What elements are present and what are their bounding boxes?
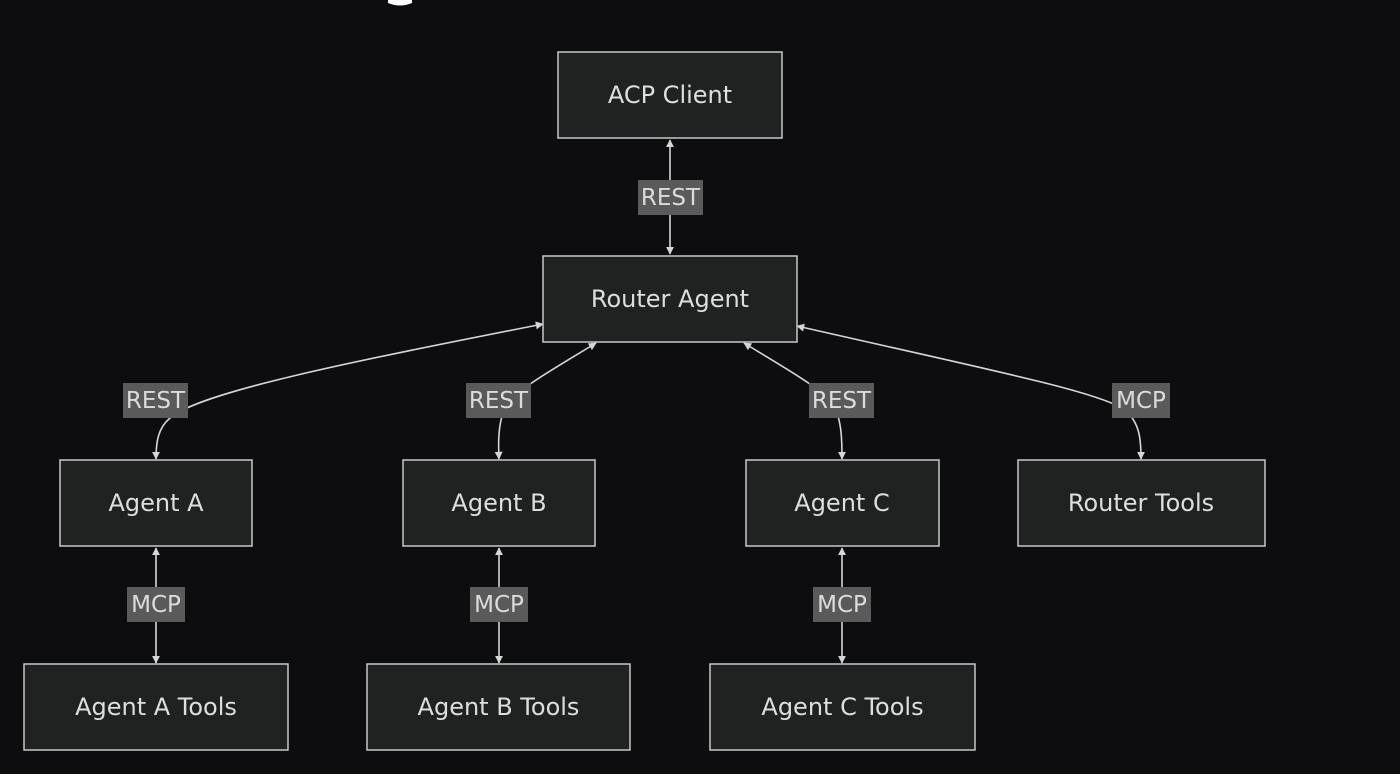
node-label: Agent B Tools (418, 693, 580, 721)
node-agent-a-tools[interactable]: Agent A Tools (23, 663, 289, 751)
node-label: Agent C (794, 489, 889, 517)
node-agent-c-tools[interactable]: Agent C Tools (709, 663, 976, 751)
edge-label-agent-c-tools: MCP (813, 587, 871, 622)
svg-text:REST: REST (641, 185, 701, 211)
node-label: Router Tools (1068, 489, 1214, 517)
node-router-agent[interactable]: Router Agent (542, 255, 798, 343)
node-agent-c[interactable]: Agent C (745, 459, 940, 547)
node-label: ACP Client (608, 81, 732, 109)
node-label: Agent A (108, 489, 204, 517)
svg-text:MCP: MCP (817, 592, 867, 618)
svg-text:REST: REST (126, 388, 186, 414)
svg-text:MCP: MCP (474, 592, 524, 618)
node-router-tools[interactable]: Router Tools (1017, 459, 1266, 547)
edge-label-agent-b-tools: MCP (470, 587, 528, 622)
edge-label-router-agent-c: REST (809, 383, 874, 418)
edge-label-router-router-tools: MCP (1112, 383, 1170, 418)
svg-text:REST: REST (469, 388, 529, 414)
node-agent-b-tools[interactable]: Agent B Tools (366, 663, 631, 751)
node-agent-b[interactable]: Agent B (402, 459, 596, 547)
node-agent-a[interactable]: Agent A (59, 459, 253, 547)
node-label: Agent B (451, 489, 546, 517)
svg-text:MCP: MCP (131, 592, 181, 618)
node-label: Router Agent (591, 285, 749, 313)
edge-label-client-router: REST (638, 180, 703, 215)
node-label: Agent A Tools (75, 693, 237, 721)
svg-text:MCP: MCP (1116, 388, 1166, 414)
node-acp-client[interactable]: ACP Client (557, 51, 783, 139)
cropped-heading-fragment (388, 0, 412, 6)
edge-label-router-agent-b: REST (466, 383, 531, 418)
node-label: Agent C Tools (761, 693, 923, 721)
svg-text:REST: REST (812, 388, 872, 414)
edge-router-router-tools (796, 323, 1145, 460)
edge-label-agent-a-tools: MCP (127, 587, 185, 622)
edge-label-router-agent-a: REST (123, 383, 188, 418)
edge-router-agent-a (152, 321, 544, 460)
